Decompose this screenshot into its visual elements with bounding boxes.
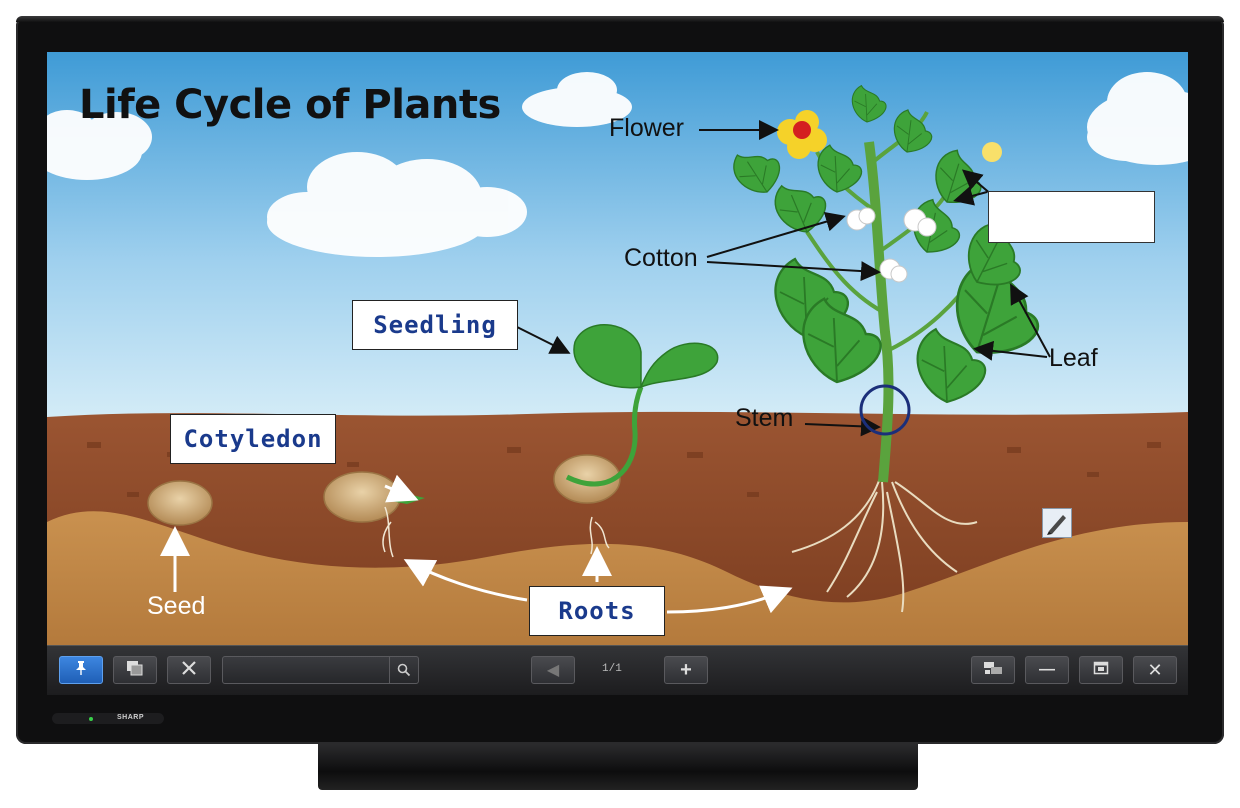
blank-answer-box[interactable] <box>988 191 1155 243</box>
tools-icon <box>180 659 198 682</box>
brand-logo: SHARP <box>117 714 145 721</box>
tools-button[interactable] <box>167 656 211 684</box>
cloud-top <box>522 72 632 127</box>
cloud-middle <box>267 152 527 257</box>
add-page-button[interactable]: + <box>664 656 708 684</box>
restore-button[interactable] <box>1079 656 1123 684</box>
flower-bloom <box>777 110 1002 162</box>
seed-1 <box>147 480 213 526</box>
seed-3 <box>553 454 621 504</box>
seedling-stem <box>565 386 644 487</box>
restore-icon <box>1093 661 1109 680</box>
monitor-stand <box>318 744 918 790</box>
whiteboard-screen: Life Cycle of Plants Flower Cotton Leaf … <box>47 52 1188 695</box>
page-indicator: 1/1 <box>602 663 622 675</box>
prev-icon: ◀ <box>546 662 560 679</box>
label-stem: Stem <box>735 404 794 432</box>
whiteboard-toolbar: ◀ 1/1 + — ✕ <box>47 645 1188 695</box>
prev-page-button[interactable]: ◀ <box>531 656 575 684</box>
seed-2 <box>323 471 401 523</box>
close-icon: ✕ <box>1147 659 1163 680</box>
white-arrows <box>160 474 793 614</box>
slide-canvas[interactable]: Life Cycle of Plants Flower Cotton Leaf … <box>47 52 1188 645</box>
pin-button[interactable] <box>59 656 103 684</box>
search-icon[interactable] <box>389 657 418 683</box>
plus-icon: + <box>680 658 692 681</box>
seedling-leaf-left <box>573 324 642 389</box>
cloud-left <box>47 110 152 180</box>
cotton-bolls <box>846 207 937 283</box>
plant-roots <box>791 471 978 613</box>
pages-button[interactable] <box>113 656 157 684</box>
label-cotton: Cotton <box>624 244 698 272</box>
stem-highlight-circle <box>859 384 911 436</box>
display-icon <box>983 660 1003 681</box>
search-box[interactable] <box>222 656 419 684</box>
pin-icon <box>74 660 88 681</box>
minimize-button[interactable]: — <box>1025 656 1069 684</box>
display-mode-button[interactable] <box>971 656 1015 684</box>
seedling-leaf-right <box>639 342 719 389</box>
label-seed: Seed <box>147 592 206 620</box>
pages-icon <box>126 660 144 681</box>
plant-illustration <box>47 52 1188 645</box>
brand-strip <box>52 713 164 724</box>
search-input[interactable] <box>229 661 383 681</box>
cloud-right <box>1087 72 1188 165</box>
cotyledon-label-box[interactable]: Cotyledon <box>170 414 336 464</box>
label-leaf: Leaf <box>1049 344 1098 372</box>
label-flower: Flower <box>609 114 685 142</box>
power-led <box>89 717 93 721</box>
label-arrows <box>516 120 1051 437</box>
close-button[interactable]: ✕ <box>1133 656 1177 684</box>
slide-title: Life Cycle of Plants <box>79 82 501 128</box>
minimize-icon: — <box>1039 661 1055 678</box>
bezel-highlight <box>16 16 1224 22</box>
roots-label-box[interactable]: Roots <box>529 586 665 636</box>
pen-tool-icon[interactable] <box>1042 508 1072 538</box>
seedling-label-box[interactable]: Seedling <box>352 300 518 350</box>
